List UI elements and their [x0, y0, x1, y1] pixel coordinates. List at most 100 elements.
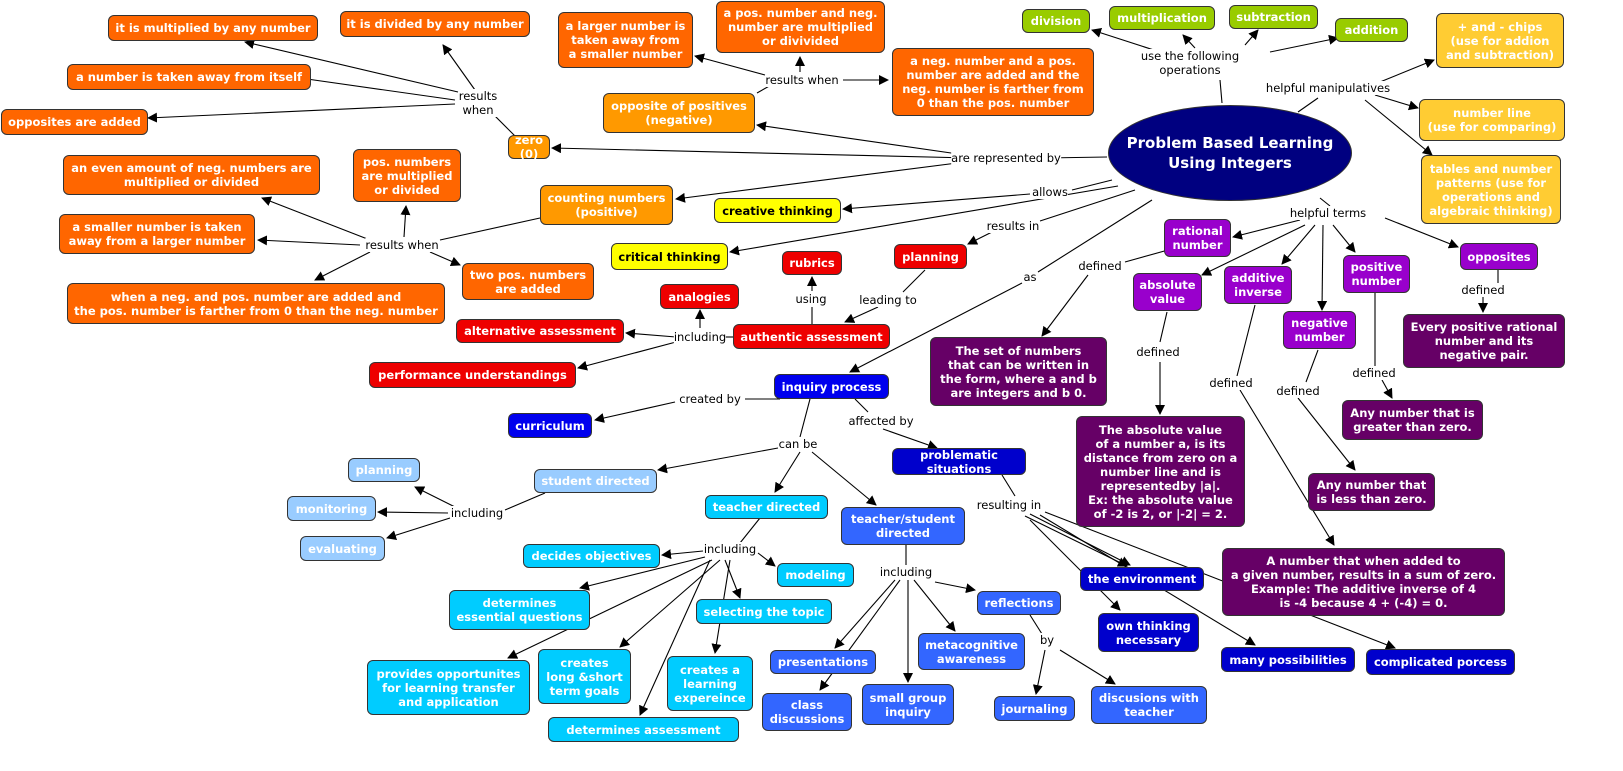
concept-two-pos[interactable]: two pos. numbers are added	[462, 263, 594, 300]
line-connector	[1297, 97, 1319, 113]
concept-negative[interactable]: negative number	[1283, 311, 1356, 349]
concept-det-assessment[interactable]: determines assessment	[548, 717, 739, 742]
concept-taken-itself[interactable]: a number is taken away from itself	[67, 64, 311, 90]
concept-multiplied-any[interactable]: it is multiplied by any number	[108, 15, 318, 41]
concept-even-neg[interactable]: an even amount of neg. numbers are multi…	[63, 155, 320, 195]
arrow-connector	[386, 517, 451, 541]
concept-def-negative[interactable]: Any number that is less than zero.	[1308, 473, 1435, 511]
concept-disc-teacher[interactable]: discusions with teacher	[1091, 686, 1207, 724]
arrow-connector	[1239, 389, 1335, 546]
concept-multiplication[interactable]: multiplication	[1109, 6, 1215, 30]
arrow-connector	[1381, 379, 1393, 399]
link-label-rep: are represented by	[951, 151, 1061, 165]
concept-planning-lb[interactable]: planning	[348, 458, 420, 482]
concept-smaller-from-larger[interactable]: a smaller number is taken away from a la…	[59, 214, 255, 254]
concept-counting[interactable]: counting numbers (positive)	[540, 185, 673, 225]
concept-modeling[interactable]: modeling	[777, 563, 854, 587]
concept-selecting[interactable]: selecting the topic	[696, 599, 832, 624]
concept-goals[interactable]: creates long &short term goals	[538, 649, 631, 704]
arrow-connector	[551, 143, 971, 159]
concept-neg-pos-added2[interactable]: when a neg. and pos. number are added an…	[67, 283, 445, 324]
concept-def-additive[interactable]: A number that when added to a given numb…	[1222, 548, 1505, 616]
concept-opposites[interactable]: opposites	[1460, 243, 1538, 270]
concept-number-line[interactable]: number line (use for comparing)	[1419, 99, 1565, 141]
concept-additive[interactable]: additive inverse	[1224, 266, 1292, 304]
arrow-connector	[1244, 29, 1259, 46]
arrow-connector	[594, 401, 676, 423]
concept-reflections[interactable]: reflections	[977, 591, 1061, 615]
arrow-connector	[261, 196, 371, 241]
concept-def-rational[interactable]: The set of numbers that can be written i…	[930, 337, 1107, 406]
concept-division[interactable]: division	[1022, 9, 1090, 33]
line-connector	[1039, 189, 1136, 222]
arrow-connector	[757, 552, 776, 567]
concept-performance[interactable]: performance understandings	[369, 362, 576, 388]
concept-authentic[interactable]: authentic assessment	[733, 324, 890, 349]
concept-positive[interactable]: positive number	[1343, 255, 1410, 293]
concept-rubrics[interactable]: rubrics	[782, 251, 842, 275]
arrow-connector	[1374, 94, 1419, 111]
concept-critical[interactable]: critical thinking	[611, 243, 728, 270]
concept-def-opposites[interactable]: Every positive rational number and its n…	[1403, 314, 1565, 368]
concept-journaling[interactable]: journaling	[994, 696, 1075, 721]
line-connector	[902, 269, 926, 293]
concept-def-absolute[interactable]: The absolute value of a number a, is its…	[1076, 416, 1245, 527]
concept-opposite-positives[interactable]: opposite of positives (negative)	[603, 93, 755, 133]
concept-metacognitive[interactable]: metacognitive awareness	[918, 633, 1025, 670]
concept-planning-red[interactable]: planning	[894, 244, 967, 269]
concept-essential[interactable]: determines essential questions	[449, 590, 590, 630]
concept-tables[interactable]: tables and number patterns (use for oper…	[1421, 155, 1561, 224]
concept-addition[interactable]: addition	[1335, 18, 1408, 42]
line-connector	[799, 398, 811, 438]
concept-analogies[interactable]: analogies	[660, 284, 739, 309]
concept-def-positive[interactable]: Any number that is greater than zero.	[1342, 400, 1483, 440]
concept-subtraction[interactable]: subtraction	[1229, 5, 1318, 29]
arrow-connector	[834, 579, 896, 649]
concept-pos-mult[interactable]: pos. numbers are multiplied or divided	[353, 149, 461, 202]
line-connector	[1001, 474, 1016, 497]
concept-provides[interactable]: provides opportunites for learning trans…	[367, 660, 530, 715]
concept-environment[interactable]: the environment	[1080, 567, 1204, 591]
arrow-connector	[1029, 519, 1121, 611]
line-connector	[1037, 199, 1153, 273]
link-label-d5: defined	[1352, 366, 1396, 380]
link-label-using: using	[795, 292, 827, 306]
concept-chips[interactable]: + and - chips (use for addion and subtra…	[1436, 13, 1564, 68]
link-label-rw1: results when	[458, 89, 498, 117]
link-label-d6: defined	[1461, 283, 1505, 297]
arrow-connector	[675, 161, 966, 203]
concept-curriculum[interactable]: curriculum	[508, 413, 592, 438]
line-connector	[1219, 79, 1223, 104]
concept-decides[interactable]: decides objectives	[523, 544, 660, 568]
concept-small-group[interactable]: small group inquiry	[862, 684, 954, 725]
concept-complicated[interactable]: complicated porcess	[1366, 649, 1515, 675]
concept-opposites-added[interactable]: opposites are added	[1, 109, 148, 135]
concept-rational[interactable]: rational number	[1164, 219, 1231, 257]
concept-experience[interactable]: creates a learning expereince	[667, 656, 753, 711]
concept-student-directed[interactable]: student directed	[534, 469, 657, 493]
arrow-connector	[934, 581, 976, 594]
concept-ts-directed[interactable]: teacher/student directed	[841, 507, 965, 545]
link-label-by: by	[1039, 633, 1055, 647]
concept-divided-any[interactable]: it is divided by any number	[340, 11, 530, 37]
concept-absolute[interactable]: absolute value	[1133, 273, 1202, 311]
central-topic[interactable]: Problem Based Learning Using Integers	[1108, 105, 1352, 201]
concept-class-disc[interactable]: class discussions	[762, 693, 852, 731]
concept-alternative[interactable]: alternative assessment	[456, 319, 624, 343]
concept-many[interactable]: many possibilities	[1221, 647, 1355, 672]
concept-monitoring[interactable]: monitoring	[287, 496, 376, 521]
concept-teacher-directed[interactable]: teacher directed	[705, 495, 828, 519]
arrow-connector	[1201, 224, 1306, 276]
concept-presentations[interactable]: presentations	[770, 650, 876, 674]
concept-zero[interactable]: zero (0)	[508, 133, 550, 161]
concept-pos-neg-mult[interactable]: a pos. number and neg. number are multip…	[716, 1, 885, 53]
concept-larger-from-smaller[interactable]: a larger number is taken away from a sma…	[558, 12, 693, 68]
concept-inquiry[interactable]: inquiry process	[774, 374, 889, 399]
arrow-connector	[661, 549, 704, 560]
concept-problematic[interactable]: problematic situations	[892, 448, 1026, 476]
concept-own-thinking[interactable]: own thinking necessary	[1098, 613, 1199, 652]
concept-evaluating[interactable]: evaluating	[300, 536, 385, 561]
arrow-connector	[1332, 224, 1356, 253]
concept-neg-pos-added[interactable]: a neg. number and a pos. number are adde…	[892, 48, 1094, 116]
concept-creative[interactable]: creative thinking	[714, 198, 841, 223]
